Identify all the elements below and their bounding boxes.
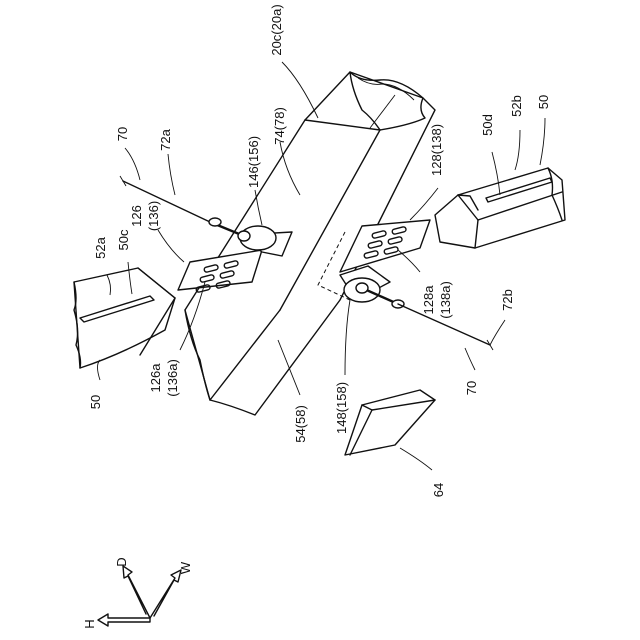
label-72a: 72a <box>158 128 173 150</box>
label-54: 54(58) <box>293 405 308 443</box>
label-138a: (138a) <box>438 281 453 319</box>
label-136a: (136a) <box>165 359 180 397</box>
direction-indicator <box>98 566 181 626</box>
axis-label-d: D <box>114 557 129 566</box>
label-64: 64 <box>431 483 446 497</box>
label-148: 148(158) <box>334 382 349 434</box>
label-72b: 72b <box>500 289 515 311</box>
label-70-upper: 70 <box>115 127 130 141</box>
plate-64 <box>345 390 435 455</box>
label-126a: 126a <box>148 363 163 393</box>
label-52a: 52a <box>93 236 108 258</box>
label-52b: 52b <box>509 95 524 117</box>
label-50c: 50c <box>116 229 131 250</box>
axis-label-h: H <box>82 619 97 628</box>
label-128a: 128a <box>421 285 436 315</box>
left-block <box>74 268 175 368</box>
label-50-right: 50 <box>536 95 551 109</box>
label-20c: 20c(20a) <box>269 4 284 55</box>
label-50d: 50d <box>480 114 495 136</box>
right-block <box>435 168 565 248</box>
label-146: 146(156) <box>246 136 261 188</box>
label-70-lower: 70 <box>464 381 479 395</box>
label-74: 74(78) <box>272 107 287 145</box>
label-136: (136) <box>146 201 161 231</box>
axis-label-w: W <box>178 561 193 574</box>
label-128: 128(138) <box>429 124 444 176</box>
label-126: 126 <box>129 205 144 227</box>
label-50-left: 50 <box>88 395 103 409</box>
